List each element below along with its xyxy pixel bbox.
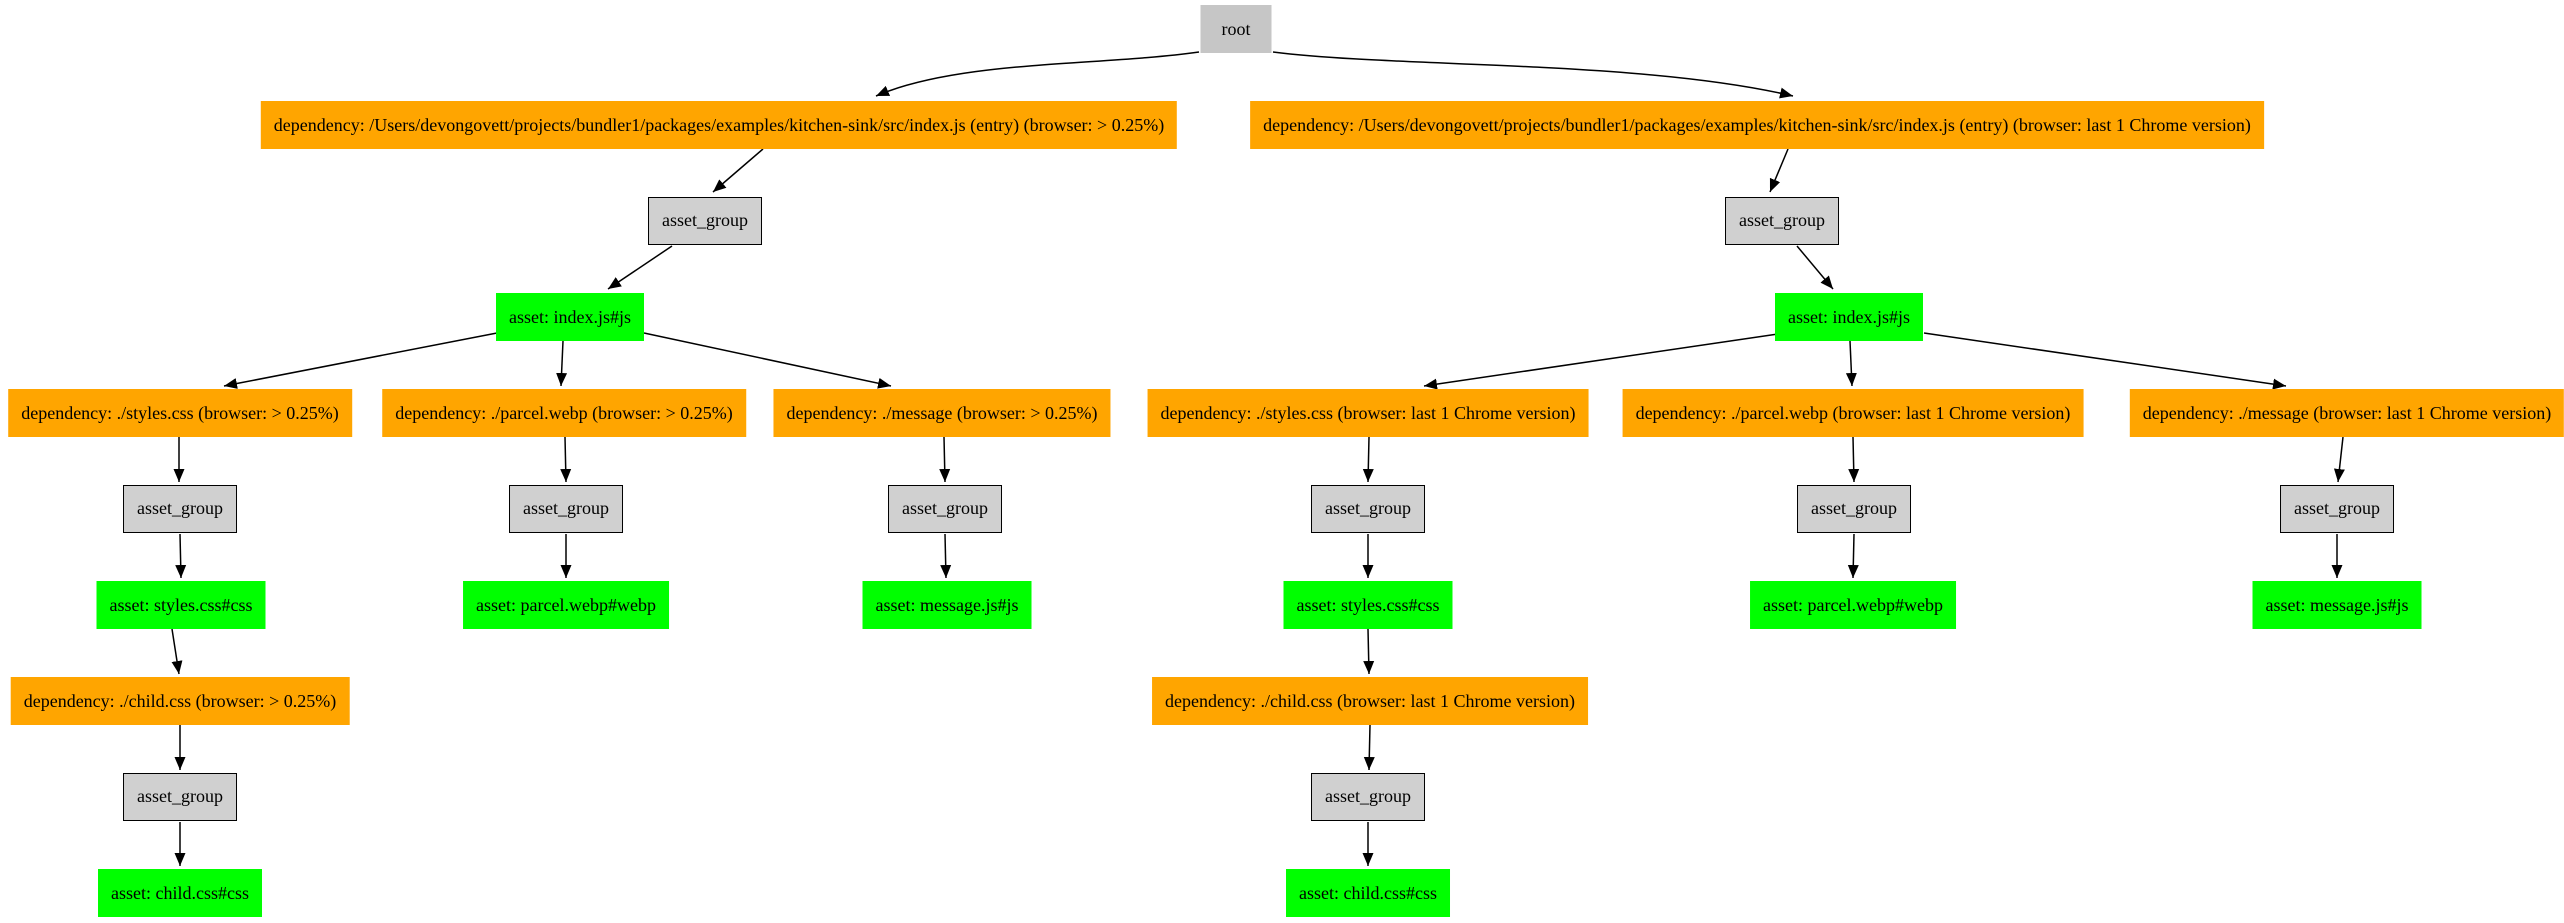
graph-node-dep-index-025: dependency: /Users/devongovett/projects/… — [260, 101, 1178, 149]
graph-node-dep-styles-025: dependency: ./styles.css (browser: > 0.2… — [8, 389, 352, 437]
graph-edge-dep-message-025-to-group-message-025 — [939, 436, 951, 483]
graph-edge-dep-message-chrome-to-group-message-chrome — [2333, 436, 2345, 483]
graph-edge-dep-index-025-to-group-index-025 — [712, 148, 764, 193]
graph-node-group-child-chrome: asset_group — [1311, 773, 1425, 821]
graph-edge-group-message-025-to-asset-message-025 — [940, 533, 952, 579]
graph-edge-dep-parcel-025-to-group-parcel-025 — [560, 436, 572, 483]
graph-node-group-styles-chrome: asset_group — [1311, 485, 1425, 533]
graph-node-group-index-chrome: asset_group — [1725, 197, 1839, 245]
graph-edge-asset-index-chrome-to-dep-parcel-chrome — [1845, 340, 1857, 387]
graph-node-asset-index-025: asset: index.js#js — [496, 293, 644, 341]
graph-node-group-message-025: asset_group — [888, 485, 1002, 533]
graph-node-group-child-025: asset_group — [123, 773, 237, 821]
graph-node-asset-message-chrome: asset: message.js#js — [2252, 581, 2422, 629]
graph-edge-dep-styles-chrome-to-group-styles-chrome — [1362, 436, 1374, 483]
graph-node-dep-styles-chrome: dependency: ./styles.css (browser: last … — [1147, 389, 1589, 437]
graph-edge-dep-index-chrome-to-group-index-chrome — [1769, 148, 1789, 193]
graph-edge-asset-index-025-to-dep-styles-025 — [223, 332, 498, 389]
graph-edge-asset-index-chrome-to-dep-message-chrome — [1923, 332, 2287, 390]
graph-edge-root-to-dep-index-025 — [875, 51, 1200, 97]
graph-node-dep-parcel-chrome: dependency: ./parcel.webp (browser: last… — [1622, 389, 2084, 437]
graph-node-asset-parcel-025: asset: parcel.webp#webp — [463, 581, 669, 629]
graph-edge-asset-index-025-to-dep-parcel-025 — [556, 340, 568, 387]
graph-node-asset-index-chrome: asset: index.js#js — [1775, 293, 1923, 341]
graph-edge-group-styles-025-to-asset-styles-025 — [175, 533, 187, 579]
graph-edge-asset-index-025-to-dep-message-025 — [643, 332, 892, 389]
graph-edge-dep-child-chrome-to-group-child-chrome — [1363, 724, 1375, 771]
graph-node-asset-child-chrome: asset: child.css#css — [1286, 869, 1450, 917]
graph-node-root: root — [1200, 5, 1272, 53]
graph-node-group-parcel-025: asset_group — [509, 485, 623, 533]
graph-node-group-parcel-chrome: asset_group — [1797, 485, 1911, 533]
graph-node-group-styles-025: asset_group — [123, 485, 237, 533]
graph-node-asset-message-025: asset: message.js#js — [862, 581, 1032, 629]
graph-edge-group-index-025-to-asset-index-025 — [607, 245, 673, 290]
graph-node-asset-parcel-chrome: asset: parcel.webp#webp — [1750, 581, 1956, 629]
graph-edge-group-index-chrome-to-asset-index-chrome — [1796, 245, 1834, 290]
graph-node-asset-child-025: asset: child.css#css — [98, 869, 262, 917]
graph-node-asset-styles-chrome: asset: styles.css#css — [1283, 581, 1453, 629]
graph-node-dep-child-chrome: dependency: ./child.css (browser: last 1… — [1152, 677, 1588, 725]
graph-node-dep-index-chrome: dependency: /Users/devongovett/projects/… — [1250, 101, 2264, 149]
graph-edge-root-to-dep-index-chrome — [1272, 51, 1794, 99]
graph-node-group-index-025: asset_group — [648, 197, 762, 245]
graph-edge-asset-styles-chrome-to-dep-child-chrome — [1363, 628, 1375, 675]
graph-node-dep-parcel-025: dependency: ./parcel.webp (browser: > 0.… — [382, 389, 746, 437]
graph-edge-asset-styles-025-to-dep-child-025 — [171, 628, 183, 675]
graph-edge-group-parcel-chrome-to-asset-parcel-chrome — [1847, 533, 1859, 579]
graph-node-dep-message-025: dependency: ./message (browser: > 0.25%) — [773, 389, 1111, 437]
graph-node-dep-child-025: dependency: ./child.css (browser: > 0.25… — [10, 677, 350, 725]
graph-edge-dep-parcel-chrome-to-group-parcel-chrome — [1848, 436, 1860, 483]
graph-node-dep-message-chrome: dependency: ./message (browser: last 1 C… — [2129, 389, 2564, 437]
graph-node-asset-styles-025: asset: styles.css#css — [96, 581, 266, 629]
graph-node-group-message-chrome: asset_group — [2280, 485, 2394, 533]
graph-edge-asset-index-chrome-to-dep-styles-chrome — [1423, 333, 1779, 390]
